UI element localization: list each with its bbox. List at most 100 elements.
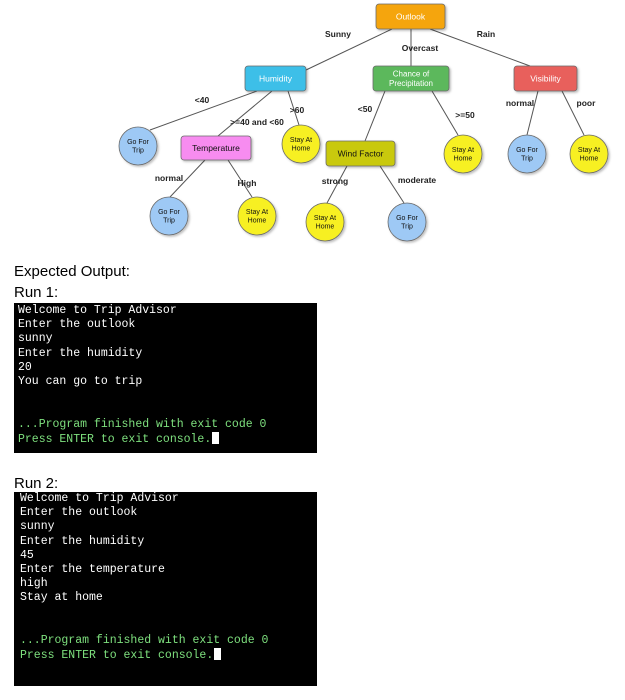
run1-console-line: Welcome to Trip Advisor (18, 304, 317, 318)
run1-console-line: Press ENTER to exit console. (18, 431, 317, 446)
edge-label-mid: >=40 and <60 (230, 117, 284, 127)
node-label: Trip (401, 224, 413, 231)
edge-label-rain: Rain (477, 29, 495, 39)
tree-edge (429, 28, 531, 67)
run1-console-line: Enter the humidity (18, 347, 317, 361)
edge-label-normal-vis: normal (506, 98, 534, 108)
node-label: Temperature (192, 143, 240, 153)
node-label: Home (292, 146, 311, 153)
console-text: You can go to trip (18, 374, 143, 388)
edge-label-strong: strong (322, 176, 348, 186)
console-text: Welcome to Trip Advisor (18, 304, 177, 317)
tree-edge (149, 90, 258, 131)
run2-console-line: ...Program finished with exit code 0 (20, 634, 317, 648)
edge-label-high: High (238, 178, 257, 188)
run2-console-line: Press ENTER to exit console. (20, 648, 317, 662)
decision-node-outlook: Outlook (375, 3, 446, 30)
node-label: Stay At (452, 147, 474, 154)
leaf-node-temp-high: Stay At Home (237, 196, 277, 236)
run1-console-line: Enter the outlook (18, 318, 317, 332)
expected-output-heading: Expected Output: (14, 263, 130, 280)
tree-edge (379, 165, 405, 204)
console-text: high (20, 577, 48, 591)
tree-edge (227, 159, 253, 198)
run2-heading: Run 2: (14, 475, 59, 492)
run2-console-line: Enter the temperature (20, 563, 317, 577)
tree-edge (169, 159, 206, 198)
console-text: Press ENTER to exit console. (20, 649, 214, 663)
tree-edge (526, 90, 539, 136)
run2-console-line: Enter the humidity (20, 535, 317, 549)
node-label: Go For (158, 209, 180, 216)
console-text: Enter the temperature (20, 562, 165, 576)
run2-console-line: high (20, 577, 317, 591)
decision-node-humidity: Humidity (244, 65, 307, 92)
node-label: Home (316, 224, 335, 231)
console-cursor (214, 648, 222, 661)
console-text: sunny (18, 332, 53, 346)
node-label: Stay At (578, 147, 600, 154)
console-text: ...Program finished with exit code 0 (18, 417, 267, 431)
node-label: Precipitation (389, 79, 433, 88)
node-label: Trip (521, 156, 533, 163)
run2-console-line: 45 (20, 549, 317, 563)
console-cursor (212, 431, 220, 444)
edge-label-normal-temp: normal (155, 173, 183, 183)
leaf-node-hum-gt60: Stay At Home (281, 124, 321, 164)
console-text: 45 (20, 548, 34, 562)
edge-label-poor: poor (577, 98, 597, 108)
console-text: Enter the outlook (20, 506, 138, 520)
run1-console-line: You can go to trip (18, 375, 317, 389)
console-text: sunny (20, 520, 55, 534)
node-label: Stay At (290, 137, 312, 144)
run1-console-line (18, 403, 317, 417)
node-label: Wind Factor (338, 148, 384, 158)
tree-edge (364, 90, 386, 142)
node-label: Chance of (393, 70, 430, 79)
decision-node-visibility: Visibility (513, 65, 578, 92)
node-label: Go For (127, 139, 149, 146)
node-label: Home (248, 218, 267, 225)
run1-heading: Run 1: (14, 284, 59, 301)
leaf-node-wind-strong: Stay At Home (305, 202, 345, 242)
node-label: Stay At (314, 215, 336, 222)
node-label: Go For (516, 147, 538, 154)
console-text: Welcome to Trip Advisor (20, 492, 179, 505)
tree-edge (217, 90, 273, 137)
console-text: Enter the outlook (18, 318, 136, 332)
node-label: Humidity (259, 73, 293, 83)
node-label: Trip (132, 148, 144, 155)
node-label: Stay At (246, 209, 268, 216)
decision-node-temperature: Temperature (180, 135, 252, 161)
edge-label-moderate: moderate (398, 175, 437, 185)
run1-console-line: sunny (18, 332, 317, 346)
console-text: Enter the humidity (18, 346, 143, 360)
console-text: 20 (18, 360, 32, 374)
run1-console-line: ...Program finished with exit code 0 (18, 418, 317, 432)
decision-node-wind: Wind Factor (325, 140, 396, 167)
console-text: Enter the humidity (20, 534, 145, 548)
console-text: Stay at home (20, 591, 103, 605)
console-text: Press ENTER to exit console. (18, 432, 212, 446)
tree-edges (149, 28, 585, 204)
edge-label-ge50: >=50 (455, 110, 475, 120)
tree-edge (431, 90, 459, 136)
tree-edge (326, 165, 348, 204)
run1-console-line (18, 389, 317, 403)
tree-edge (305, 28, 393, 71)
run2-console-line (20, 606, 317, 620)
tree-edge (561, 90, 585, 136)
node-label: Outlook (396, 11, 426, 21)
edge-label-lt40: <40 (195, 95, 210, 105)
run2-console-line: Stay at home (20, 591, 317, 605)
run2-console-line (20, 620, 317, 634)
